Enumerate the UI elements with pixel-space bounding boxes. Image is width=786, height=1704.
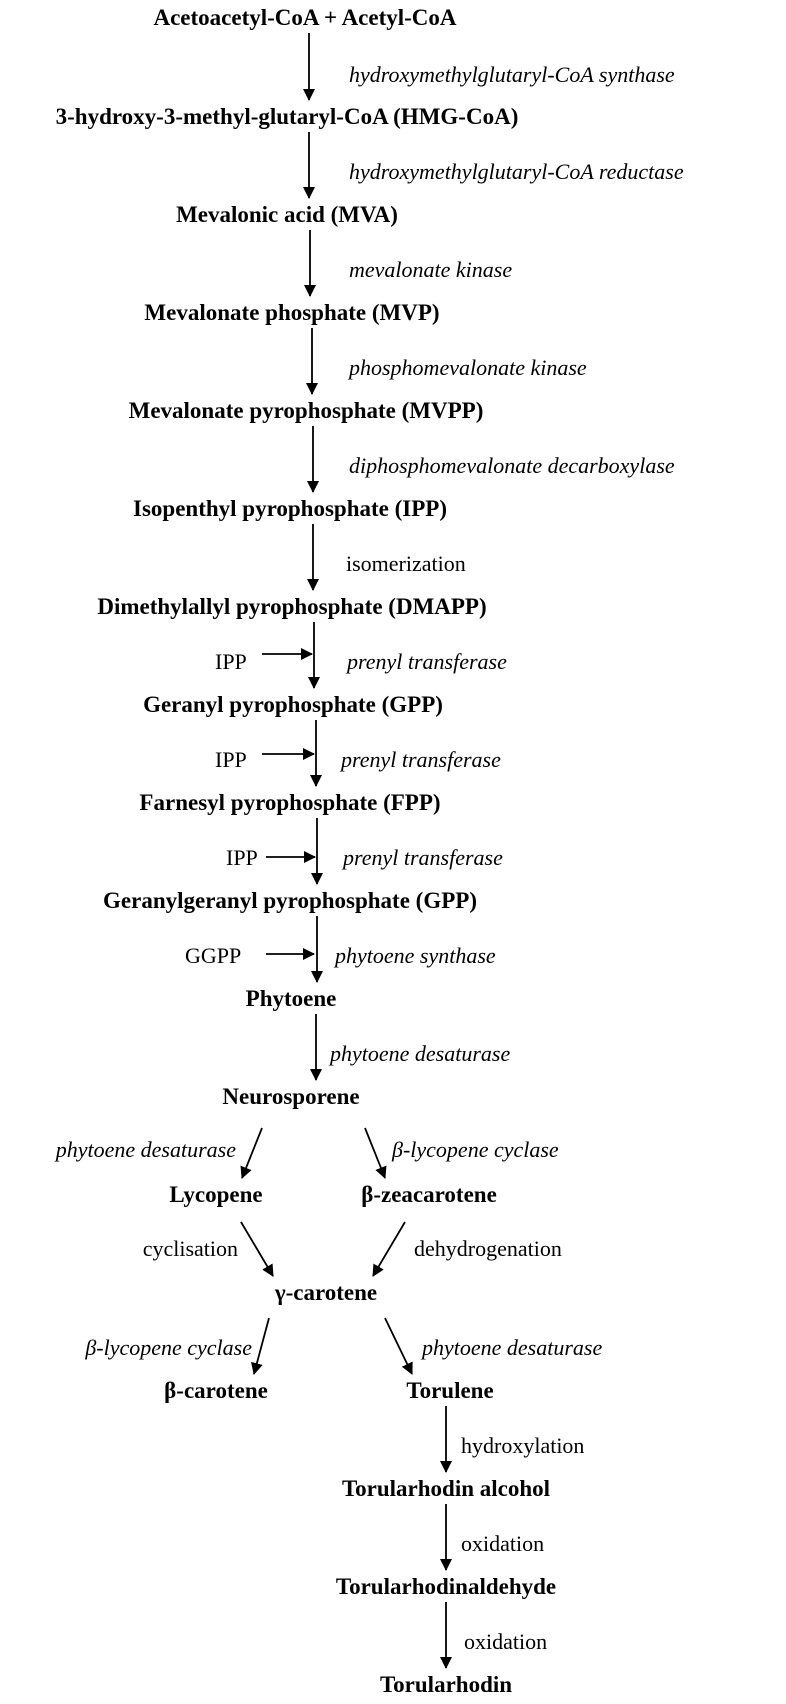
arrow-zeacarotene-to-gamma-carotene [372, 1221, 406, 1277]
process-hydroxylation: hydroxylation [461, 1433, 585, 1458]
enzyme-phytoene-desaturase-3: phytoene desaturase [422, 1335, 603, 1360]
enzyme-phosphomevalonate-kinase: phosphomevalonate kinase [349, 355, 587, 380]
substrate-ggpp: GGPP [185, 943, 242, 968]
compound-gamma-carotene: γ-carotene [274, 1280, 378, 1305]
substrate-ipp-3: IPP [226, 845, 258, 870]
compound-torularhodin: Torularhodin [379, 1672, 513, 1697]
compound-lycopene: Lycopene [169, 1182, 263, 1207]
enzyme-diphosphomevalonate-decarboxylase: diphosphomevalonate decarboxylase [349, 453, 675, 478]
enzyme-beta-lycopene-cyclase-2: β-lycopene cyclase [85, 1335, 252, 1360]
compound-geranyl-pyrophosphate: Geranyl pyrophosphate (GPP) [143, 692, 443, 717]
arrow-gamma-carotene-to-beta-carotene [251, 1317, 270, 1375]
substrate-ipp-1: IPP [215, 649, 247, 674]
process-isomerization: isomerization [346, 551, 466, 576]
compound-isopenthyl-pyrophosphate: Isopenthyl pyrophosphate (IPP) [133, 496, 447, 521]
compound-mevalonic-acid: Mevalonic acid (MVA) [176, 202, 398, 227]
compound-torulene: Torulene [406, 1378, 494, 1403]
enzyme-hmg-coa-synthase: hydroxymethylglutaryl-CoA synthase [349, 62, 675, 87]
enzyme-prenyl-transferase-3: prenyl transferase [343, 845, 503, 870]
arrow-lycopene-to-gamma-carotene [240, 1221, 274, 1277]
compound-acetoacetyl-coa: Acetoacetyl-CoA + Acetyl-CoA [153, 5, 457, 30]
process-oxidation-2: oxidation [464, 1629, 548, 1654]
compound-mevalonate-pyrophosphate: Mevalonate pyrophosphate (MVPP) [128, 398, 484, 423]
enzyme-hmg-coa-reductase: hydroxymethylglutaryl-CoA reductase [349, 159, 684, 184]
compound-neurosporene: Neurosporene [222, 1084, 360, 1109]
process-cyclisation: cyclisation [142, 1236, 238, 1261]
process-oxidation-1: oxidation [461, 1531, 545, 1556]
enzyme-prenyl-transferase-2: prenyl transferase [341, 747, 501, 772]
compound-geranylgeranyl-pyrophosphate: Geranylgeranyl pyrophosphate (GPP) [103, 888, 477, 913]
arrow-gamma-carotene-to-torulene [384, 1317, 413, 1375]
process-dehydrogenation: dehydrogenation [414, 1236, 562, 1261]
compound-torularhodin-alcohol: Torularhodin alcohol [341, 1476, 551, 1501]
compound-beta-zeacarotene: β-zeacarotene [361, 1182, 497, 1207]
enzyme-mevalonate-kinase: mevalonate kinase [349, 257, 513, 282]
compound-hmg-coa: 3-hydroxy-3-methyl-glutaryl-CoA (HMG-CoA… [55, 104, 519, 129]
compound-phytoene: Phytoene [245, 986, 337, 1011]
arrow-neurosporene-to-lycopene [240, 1127, 263, 1179]
enzyme-beta-lycopene-cyclase-1: β-lycopene cyclase [392, 1137, 559, 1162]
enzyme-phytoene-synthase: phytoene synthase [335, 943, 496, 968]
compound-dimethylallyl-pyrophosphate: Dimethylallyl pyrophosphate (DMAPP) [97, 594, 487, 619]
enzyme-prenyl-transferase-1: prenyl transferase [347, 649, 507, 674]
compound-farnesyl-pyrophosphate: Farnesyl pyrophosphate (FPP) [139, 790, 441, 815]
substrate-ipp-2: IPP [215, 747, 247, 772]
compound-beta-carotene: β-carotene [164, 1378, 268, 1403]
arrow-neurosporene-to-zeacarotene [364, 1127, 387, 1179]
compound-torularhodinaldehyde: Torularhodinaldehyde [335, 1574, 557, 1599]
compound-mevalonate-phosphate: Mevalonate phosphate (MVP) [144, 300, 440, 325]
enzyme-phytoene-desaturase-2: phytoene desaturase [55, 1137, 236, 1162]
enzyme-phytoene-desaturase-1: phytoene desaturase [330, 1041, 511, 1066]
